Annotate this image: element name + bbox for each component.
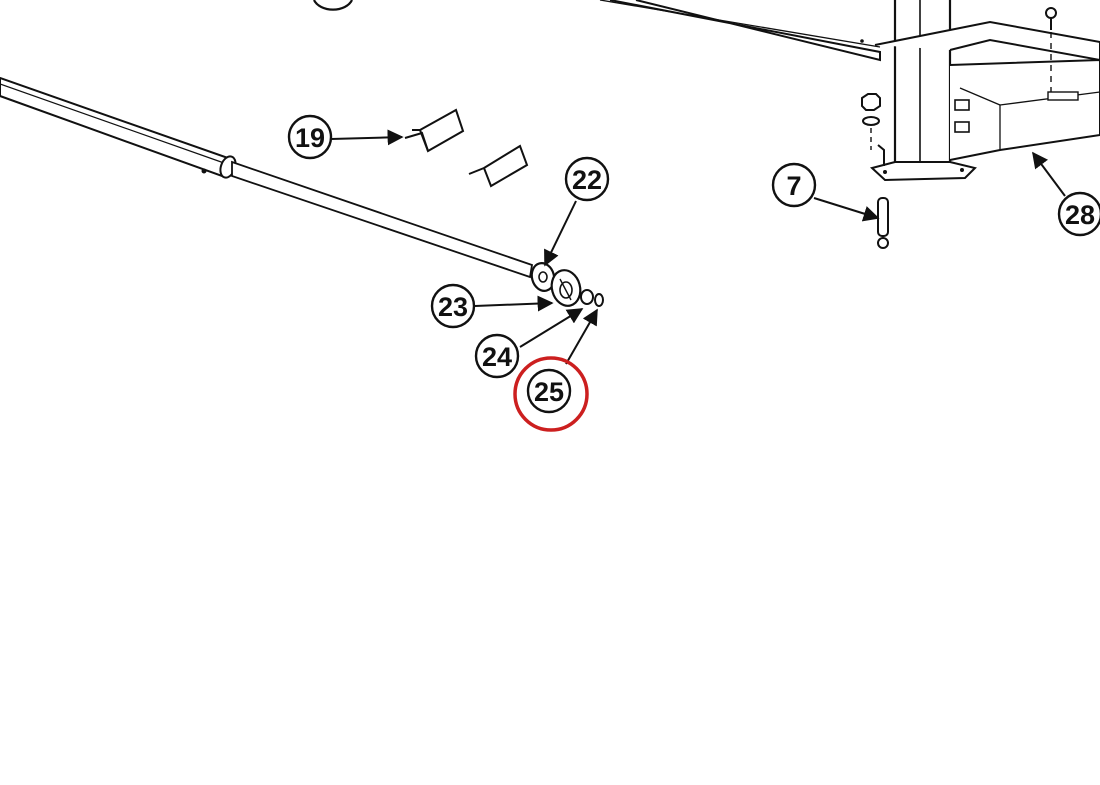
callout-24: 24 xyxy=(474,333,520,379)
callout-19-label: 19 xyxy=(295,123,325,153)
callout-28-label: 28 xyxy=(1065,200,1095,230)
callout-28: 28 xyxy=(1057,191,1100,237)
leader-lines xyxy=(330,129,1066,365)
callout-23: 23 xyxy=(430,283,476,329)
pin-part-7 xyxy=(877,144,889,249)
angle-bracket-lower xyxy=(468,144,529,188)
callout-24-label: 24 xyxy=(482,342,512,372)
callout-23-label: 23 xyxy=(438,292,468,322)
highlight-ring-callout-25 xyxy=(513,356,589,432)
callout-7-label: 7 xyxy=(786,171,801,201)
pulley-hardware-stack xyxy=(530,262,604,307)
callout-19: 19 xyxy=(287,114,333,160)
nut-washer-stack xyxy=(861,93,881,150)
callout-22-label: 22 xyxy=(572,165,602,195)
bolt-top-right xyxy=(1045,7,1057,92)
partial-callout-top xyxy=(313,0,353,11)
lift-post-assembly xyxy=(599,0,1100,182)
cylinder-rod-assembly xyxy=(0,76,534,279)
callout-25-label: 25 xyxy=(534,377,564,407)
callout-25: 25 xyxy=(526,368,572,414)
callout-7: 7 xyxy=(771,162,817,208)
angle-bracket-upper xyxy=(404,108,465,153)
callout-22: 22 xyxy=(564,156,610,202)
